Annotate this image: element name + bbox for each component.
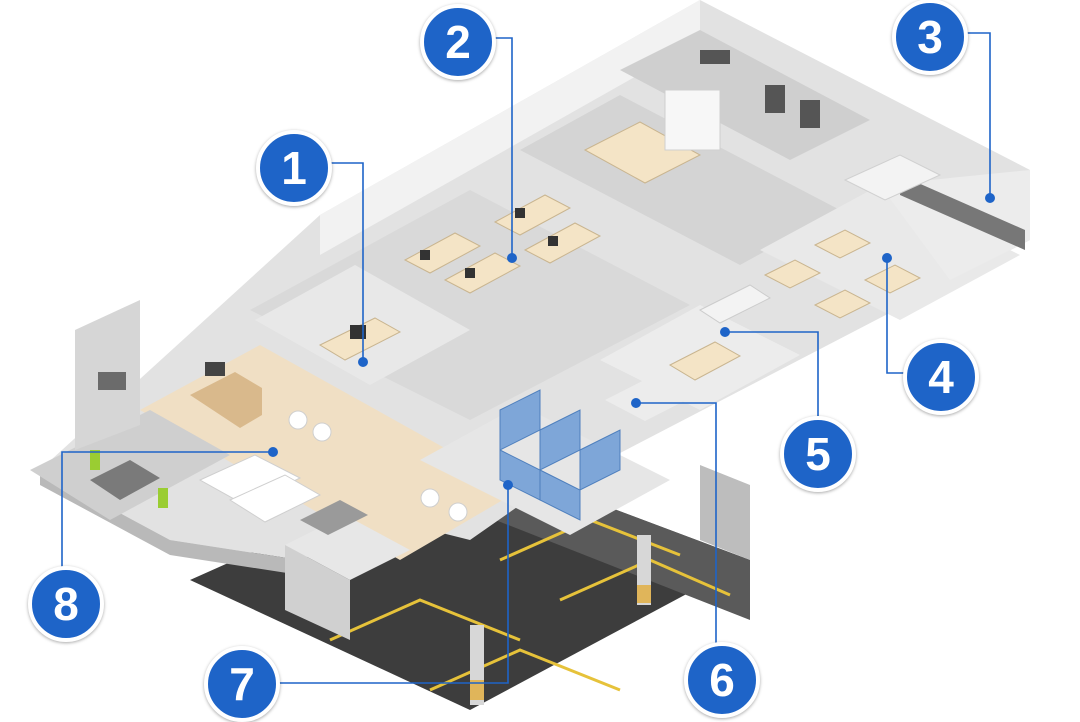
callout-badge-4[interactable]: 4 xyxy=(903,339,979,415)
callout-anchor-dots xyxy=(268,193,995,490)
callout-badge-2[interactable]: 2 xyxy=(420,4,496,80)
callout-badge-8[interactable]: 8 xyxy=(28,566,104,642)
callout-badge-1[interactable]: 1 xyxy=(256,130,332,206)
lobby-area xyxy=(30,300,520,640)
restrooms xyxy=(420,389,670,535)
callout-badge-3[interactable]: 3 xyxy=(892,0,968,75)
meeting-room-and-gym xyxy=(520,30,870,265)
callout-leader-lines xyxy=(61,32,991,684)
callout-badge-6[interactable]: 6 xyxy=(684,642,760,718)
callout-badge-5[interactable]: 5 xyxy=(780,416,856,492)
callout-badge-7[interactable]: 7 xyxy=(204,646,280,722)
